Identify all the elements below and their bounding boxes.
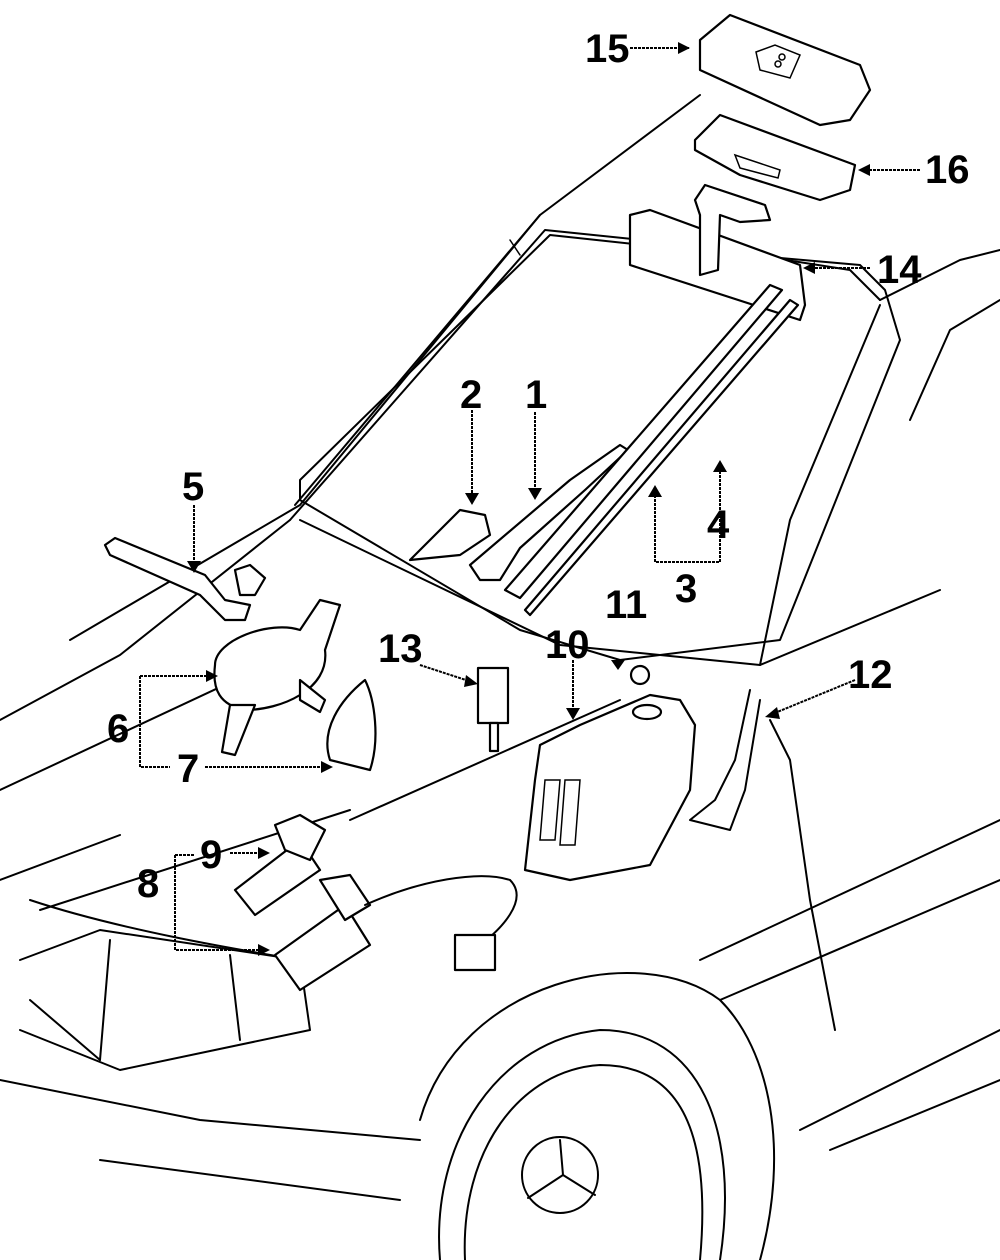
wiper-motor (213, 598, 342, 757)
washer-pump (233, 813, 327, 917)
callout-4: 4 (707, 503, 730, 547)
callout-11: 11 (605, 583, 647, 627)
callout-15: 15 (585, 27, 630, 71)
callout-5: 5 (182, 465, 204, 509)
callout-7: 7 (177, 747, 199, 791)
wiper-arm (468, 443, 630, 582)
level-sensor (476, 666, 510, 753)
mercedes-star-icon (521, 1136, 599, 1214)
washer-reservoir (523, 693, 697, 882)
lamp-cover (693, 113, 857, 202)
callout-6: 6 (107, 707, 129, 751)
motor-gasket (326, 678, 377, 772)
callout-12: 12 (848, 653, 893, 697)
dome-lamp-lens (698, 13, 872, 127)
callout-16: 16 (925, 148, 970, 192)
rear-view-mirror (628, 183, 807, 322)
callout-9: 9 (200, 833, 222, 877)
car-body-outline (0, 94, 1000, 1260)
reservoir-cap (629, 664, 651, 686)
washer-pump-assembly (273, 873, 518, 992)
wiper-linkage (103, 536, 267, 622)
callout-8: 8 (137, 862, 159, 906)
wiper-arm-cover (408, 508, 492, 562)
callout-13: 13 (378, 627, 423, 671)
wiper-blade-refill (523, 298, 800, 617)
callout-3: 3 (675, 567, 697, 611)
washer-hose (689, 689, 761, 831)
callout-1: 1 (525, 373, 547, 417)
callout-10: 10 (545, 623, 590, 667)
leader-lines (139, 42, 920, 956)
windshield-outline (299, 234, 901, 661)
callout-2: 2 (460, 373, 482, 417)
wiper-blade (503, 283, 784, 600)
callout-14: 14 (877, 248, 922, 292)
